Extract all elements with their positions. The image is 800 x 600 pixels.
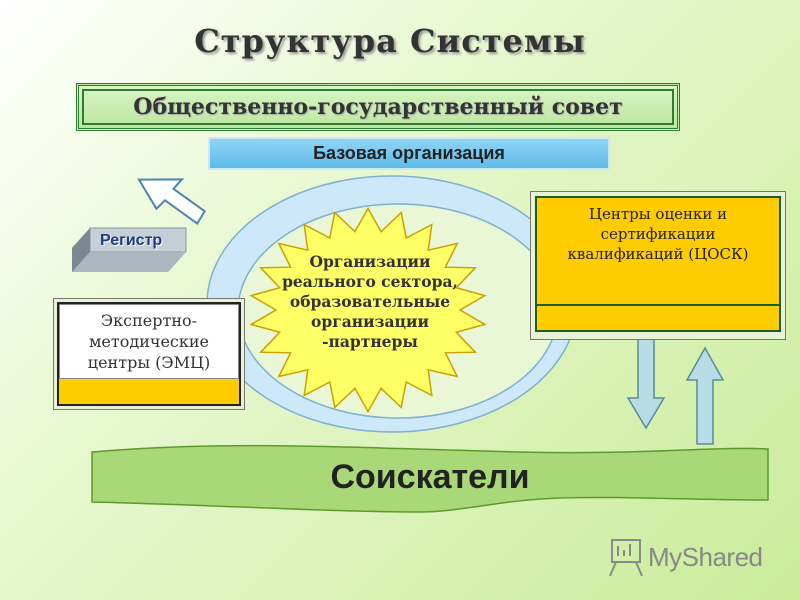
page-title: Структура Системы xyxy=(194,22,586,60)
partners-label-line: организации xyxy=(311,312,429,331)
qualification-centers-face: Центры оценки и сертификации квалификаци… xyxy=(535,196,781,306)
watermark-brand: MyShared xyxy=(648,542,763,572)
applicants-banner xyxy=(91,444,769,513)
qualification-centers-box: Центры оценки и сертификации квалификаци… xyxy=(530,191,786,340)
base-organization-box: Базовая организация xyxy=(208,137,610,170)
partners-label-line: -партнеры xyxy=(322,332,418,351)
partners-label-line: образовательные xyxy=(289,292,451,311)
council-label: Общественно-государственный совет xyxy=(133,94,623,120)
applicants-label: Соискатели xyxy=(330,458,530,496)
partners-starburst xyxy=(249,206,487,414)
expert-centers-label: Экспертно-методические центры (ЭМЦ) xyxy=(87,311,211,372)
partners-label-line: реального сектора, xyxy=(282,272,458,291)
arrow-up-icon xyxy=(685,346,725,445)
expert-centers-face: Экспертно-методические центры (ЭМЦ) xyxy=(59,304,239,379)
presentation-board-icon xyxy=(609,539,643,577)
qualification-centers-label: Центры оценки и сертификации квалификаци… xyxy=(567,205,749,263)
partners-label-line: Организации xyxy=(309,252,431,271)
base-organization-label: Базовая организация xyxy=(313,143,505,163)
registry-3d-block-icon xyxy=(72,227,187,272)
arrow-down-icon xyxy=(626,335,666,430)
partners-label: Организации реального сектора, образоват… xyxy=(270,252,470,352)
expert-centers-box: Экспертно-методические центры (ЭМЦ) xyxy=(53,298,245,410)
council-box: Общественно-государственный совет xyxy=(76,83,680,131)
block-arrow-down-left-icon xyxy=(137,178,206,226)
registry-label: Регистр xyxy=(100,232,163,249)
